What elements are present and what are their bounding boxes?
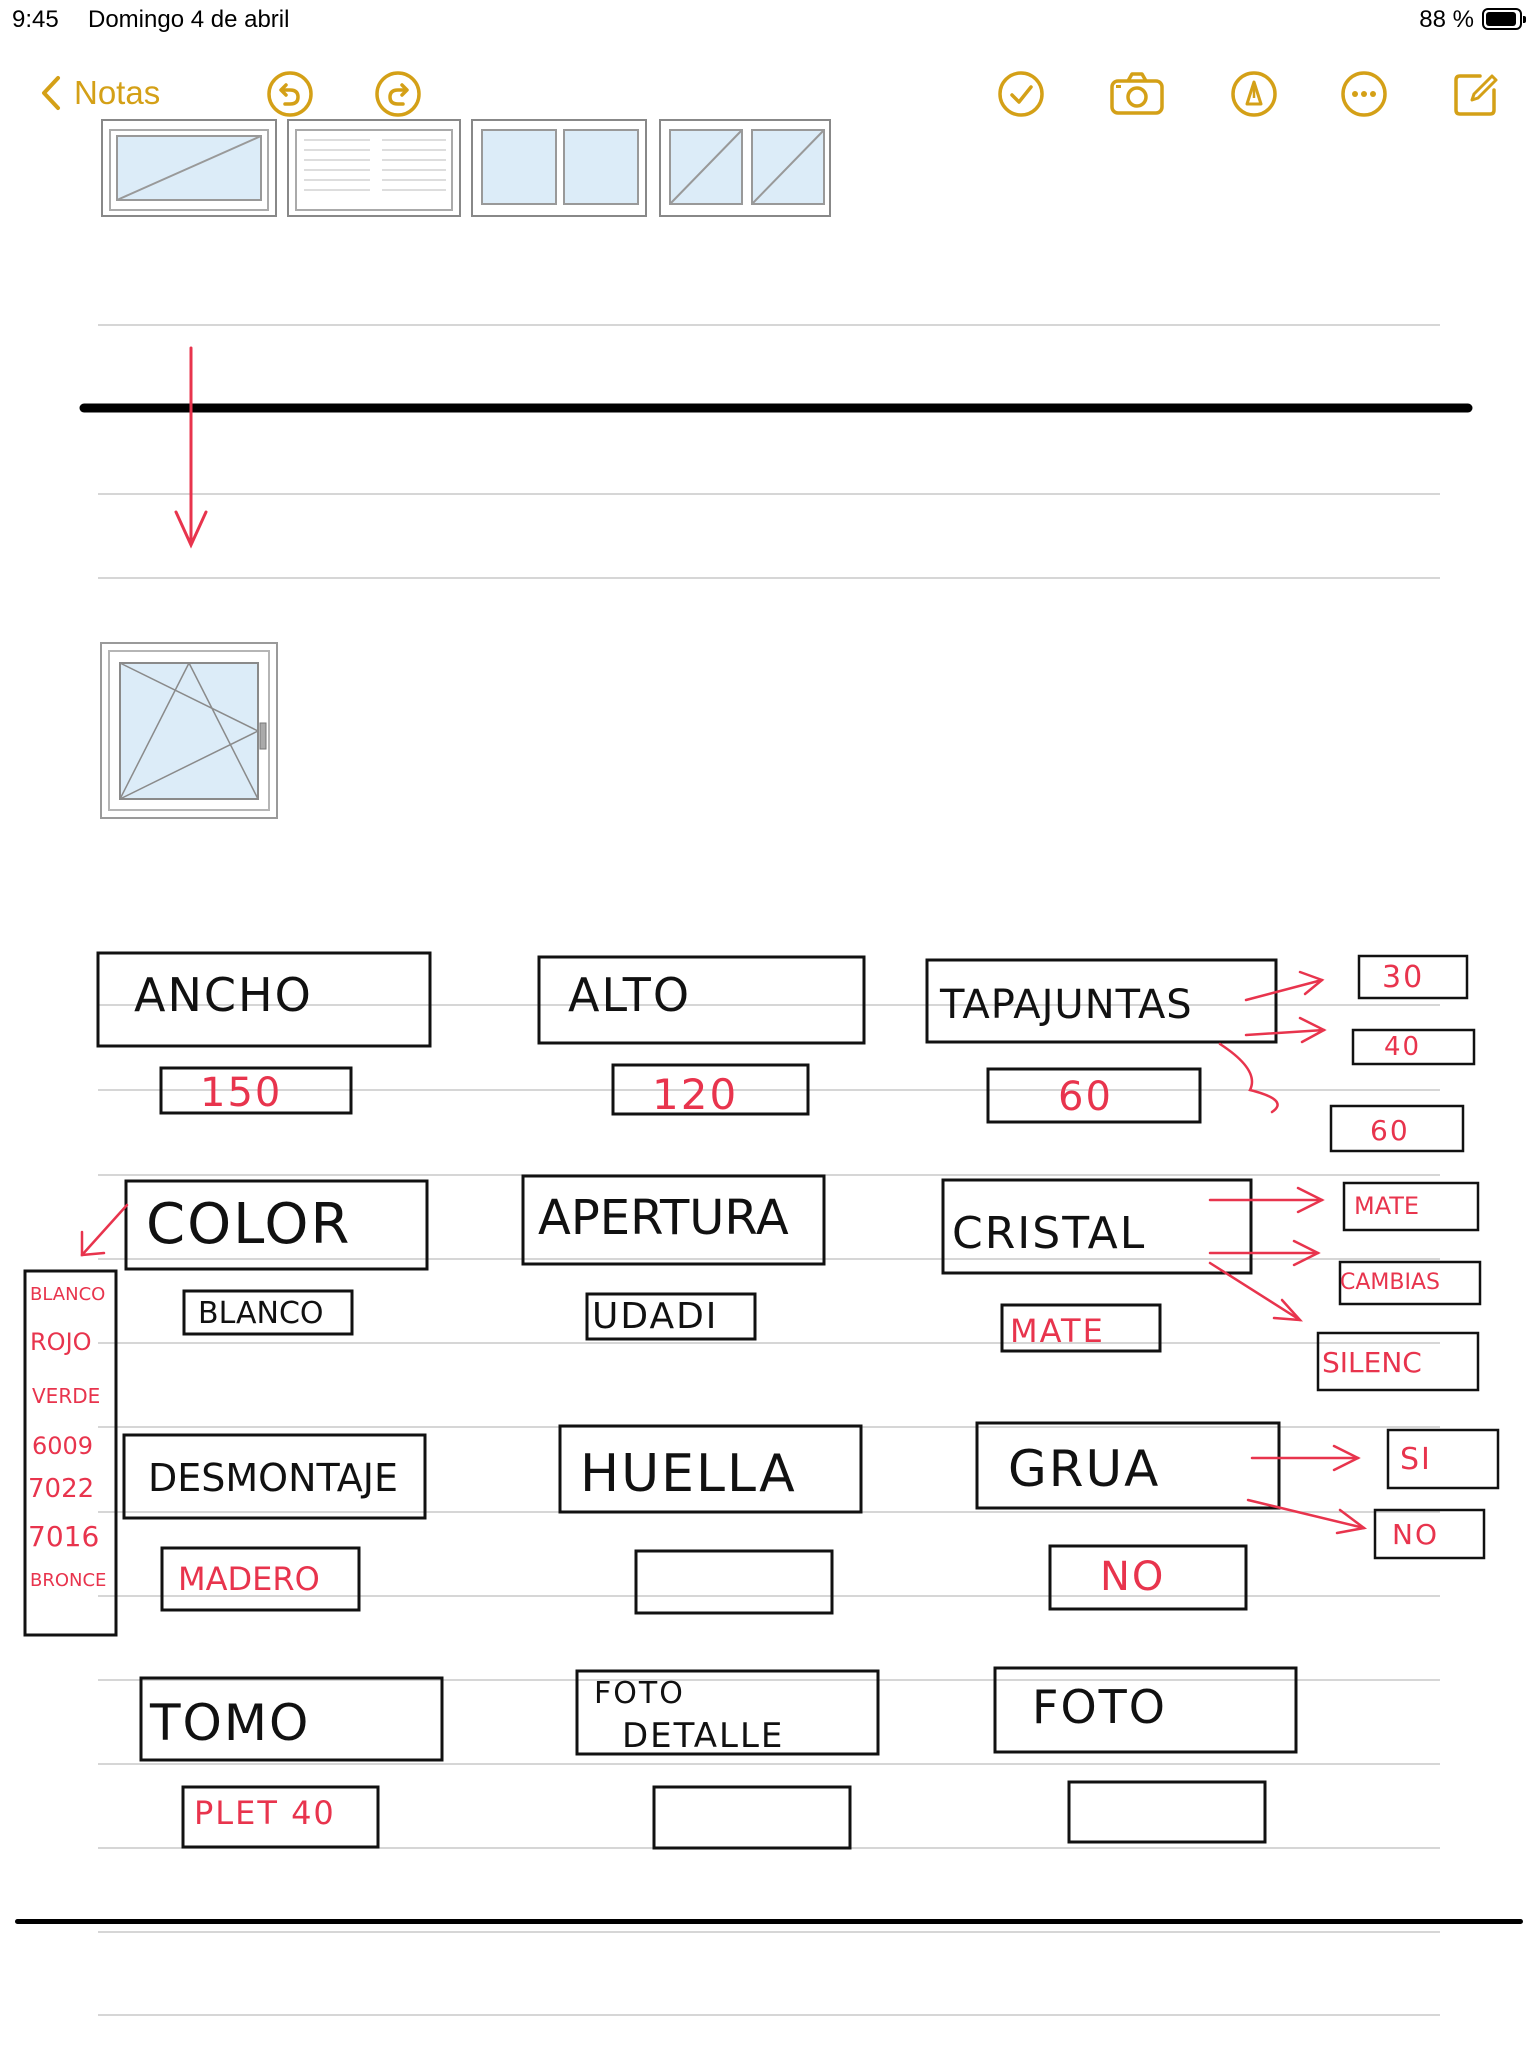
tomo-label: TOMO [150,1694,311,1752]
color-option-7016: 7016 [28,1520,100,1553]
foto-label: FOTO [1032,1680,1167,1734]
apertura-value: UDADI [592,1296,719,1337]
tapajuntas-option-30: 30 [1382,960,1425,995]
cristal-option-cambias: CAMBIAS [1340,1270,1440,1295]
color-option-6009: 6009 [32,1432,94,1460]
more-icon[interactable] [1338,68,1390,120]
foto-detalle-label-line1: FOTO [594,1676,685,1711]
tomo-value: PLET 40 [194,1794,336,1832]
battery-percentage: 88 % [1419,6,1474,33]
camera-icon[interactable] [1108,68,1166,120]
ancho-value: 150 [200,1070,283,1116]
ancho-label: ANCHO [134,968,313,1022]
alto-value: 120 [652,1070,739,1119]
window-thumbnails [101,119,831,217]
tapajuntas-label: TAPAJUNTAS [940,982,1193,1028]
grua-option-no: NO [1392,1518,1439,1551]
label-boxes [96,951,1298,1762]
chevron-left-icon [42,76,60,110]
option-boxes [1316,954,1500,1560]
color-label: COLOR [146,1192,352,1257]
back-label: Notas [74,74,161,111]
color-option-rojo: ROJO [30,1328,92,1356]
cristal-option-silenc: SILENC [1322,1346,1422,1379]
tapajuntas-value: 60 [1058,1074,1113,1120]
back-button[interactable]: Notas [40,68,160,118]
status-date: Domingo 4 de abril [88,6,290,33]
window-drawing [100,642,278,819]
grua-label: GRUA [1008,1440,1161,1498]
desmontaje-value: MADERO [178,1560,320,1598]
status-bar: 9:45 Domingo 4 de abril 88 % [0,0,1536,40]
down-arrow-icon [174,346,208,549]
red-arrows [80,970,1368,1535]
bottom-separator [15,1919,1523,1924]
compose-icon[interactable] [1450,68,1502,120]
grua-value: NO [1100,1554,1166,1600]
undo-icon[interactable] [264,68,316,120]
value-boxes [23,1063,1267,1850]
apertura-label: APERTURA [538,1190,789,1246]
markup-pen-icon[interactable] [1228,68,1280,120]
color-value: BLANCO [198,1296,324,1331]
toolbar: Notas [0,50,1536,140]
color-option-bronce: BRONCE [30,1570,107,1591]
color-option-7022: 7022 [28,1474,95,1504]
alto-label: ALTO [568,968,692,1022]
cristal-label: CRISTAL [952,1208,1147,1259]
checklist-icon[interactable] [995,68,1047,120]
color-option-blanco: BLANCO [30,1284,106,1305]
grua-option-si: SI [1400,1442,1432,1477]
foto-detalle-label-line2: DETALLE [622,1716,785,1756]
battery-icon [1482,8,1526,30]
tapajuntas-option-60: 60 [1370,1114,1410,1147]
cristal-value: MATE [1010,1312,1105,1350]
desmontaje-label: DESMONTAJE [148,1456,398,1500]
color-option-verde: VERDE [32,1384,101,1408]
cristal-option-mate: MATE [1354,1192,1420,1220]
huella-label: HUELLA [580,1444,797,1504]
status-time: 9:45 [12,6,59,33]
tapajuntas-option-40: 40 [1384,1032,1422,1062]
redo-icon[interactable] [372,68,424,120]
